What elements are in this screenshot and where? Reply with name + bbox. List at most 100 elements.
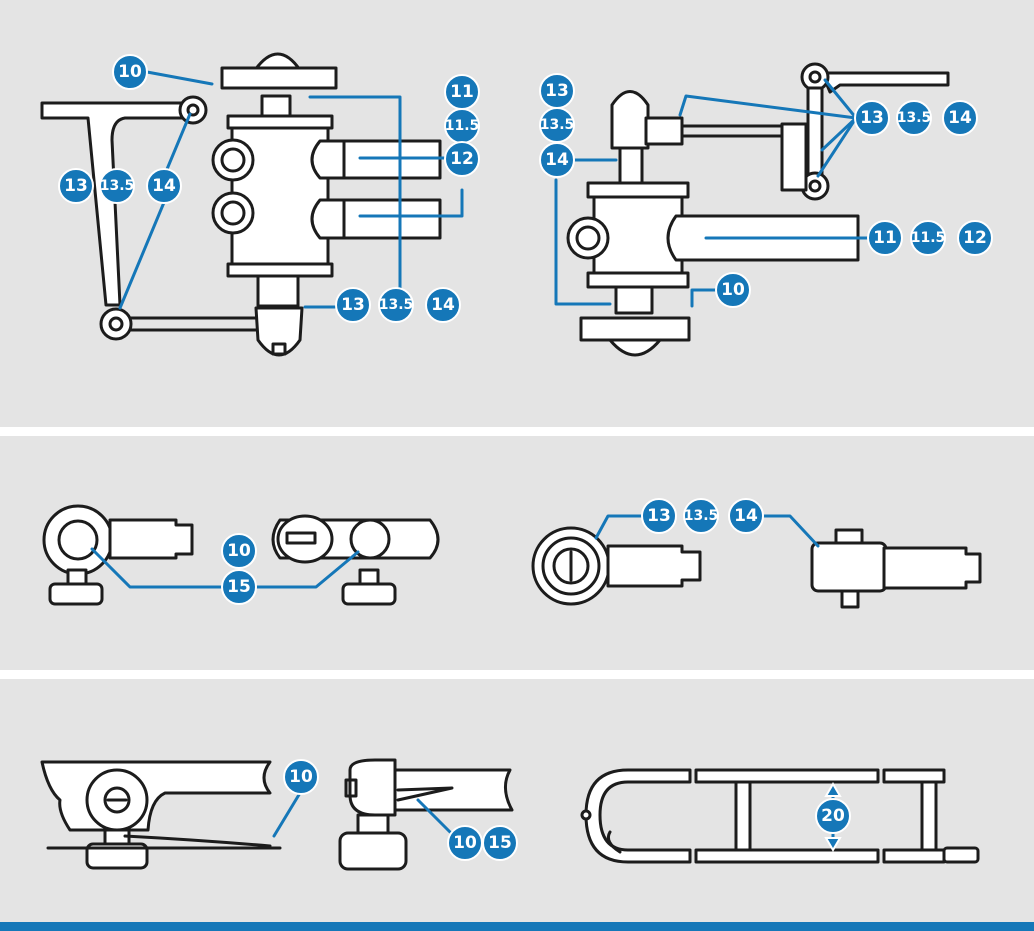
top-stud	[260, 94, 292, 118]
side-end-bottom	[840, 589, 860, 609]
knuckle-side-port	[566, 216, 610, 260]
frame-bolt	[580, 809, 592, 821]
closeup-ball	[348, 758, 397, 817]
bushing-hole	[349, 518, 391, 560]
frame-rail-top-2	[882, 768, 946, 784]
rod-end-shank	[606, 544, 702, 588]
badge-p2-top-14	[942, 100, 978, 136]
badge-p1-11-text: 11	[450, 82, 474, 102]
frame-crossbar-1	[734, 780, 752, 852]
badge-p1-bottom-14-text: 14	[431, 295, 455, 315]
figure-tie-rod-ends: 13 13.5 14	[531, 498, 982, 609]
badge-p2-right-11	[867, 220, 903, 256]
badge-p5-10-text: 10	[289, 767, 313, 787]
badge-p3-15	[221, 569, 257, 605]
figure-knuckle-upper-arm: 13 13.5 14 13 13.5 14 11 11.5 12 10	[539, 62, 993, 357]
upper-arm-pivot-top-inner	[808, 70, 822, 84]
eye-left-ball-base	[48, 582, 104, 606]
lower-stud	[614, 285, 654, 315]
badge-p2-top-13-5	[896, 100, 932, 136]
badge-p6-15-text: 15	[488, 833, 512, 853]
side-end-top	[834, 528, 864, 545]
lower-mount-dome	[608, 338, 662, 357]
leader-p4-left	[594, 514, 644, 540]
top-ball-stem	[618, 146, 644, 186]
top-panel	[0, 0, 1034, 427]
figure-link-eyes: 10 15	[42, 504, 440, 606]
badge-p4-13-5	[683, 498, 719, 534]
badge-p3-15-text: 15	[227, 577, 251, 597]
closeup-ball-cap	[344, 778, 358, 798]
badge-p2-right-11-text: 11	[873, 228, 897, 248]
upper-arm-pivot-bottom-inner	[808, 179, 822, 193]
frame-u-bend	[584, 768, 692, 864]
separator-bottom	[0, 670, 1034, 679]
badge-p1-bottom-13-text: 13	[341, 295, 365, 315]
badge-p4-14-text: 14	[734, 506, 758, 526]
leader-p1-13-14-vertical	[308, 95, 402, 294]
bushing-slot	[285, 531, 317, 545]
knuckle-bottom-band	[226, 262, 334, 278]
bushing-ball-stem	[358, 568, 380, 586]
side-end-head	[810, 541, 888, 593]
badge-p1-left-14	[146, 168, 182, 204]
badge-p1-left-14-text: 14	[152, 176, 176, 196]
knuckle-port-lower-inner	[220, 200, 246, 226]
bracket-crack-line	[123, 834, 272, 848]
side-end-shank	[882, 546, 982, 590]
badge-p7-20-text: 20	[821, 806, 845, 826]
leader-p3-to-right-eye	[254, 550, 360, 589]
knuckle-port-upper-inner	[220, 147, 246, 173]
badge-p6-10-text: 10	[453, 833, 477, 853]
closeup-stem	[356, 813, 390, 835]
badge-p2-right-11-5	[910, 220, 946, 256]
bottom-ball-joint	[254, 306, 304, 357]
badge-p2-right-12	[957, 220, 993, 256]
lower-ball-joint-pin	[108, 316, 124, 332]
upper-arm-link	[806, 86, 824, 177]
leader-p2-top-to-pivot-top	[823, 78, 858, 120]
measurement-arrow-bottom	[824, 837, 842, 852]
upper-arm-pivot-top	[800, 62, 830, 92]
rod-end-ring-inner	[552, 547, 590, 585]
badge-p1-12	[444, 141, 480, 177]
upper-arm-bracket	[780, 122, 808, 192]
figure-strut-assembly: 10 11 11.5 12 13 13.5 14 13 13.5 14	[40, 52, 480, 357]
badge-p1-left-13-5	[99, 168, 135, 204]
badge-p2-top-13-5-text: 13.5	[897, 110, 932, 126]
upper-ball-joint-pin	[186, 103, 200, 117]
leader-p1-10	[145, 70, 214, 86]
top-mount-plate	[220, 66, 338, 90]
knuckle-side-port-inner	[575, 225, 601, 251]
badge-p2-col-14	[539, 142, 575, 178]
badge-p1-left-13-text: 13	[64, 176, 88, 196]
leader-p6	[416, 798, 452, 834]
frame-rail-bottom-1	[694, 848, 880, 864]
badge-p1-bottom-14	[425, 287, 461, 323]
eye-left-shank	[108, 518, 194, 560]
badge-p2-col-14-text: 14	[545, 150, 569, 170]
badge-p6-15	[482, 825, 518, 861]
bottom-stud	[256, 274, 300, 308]
badge-p2-right-12-text: 12	[963, 228, 987, 248]
bottom-accent-bar	[0, 922, 1034, 931]
badge-p3-10	[221, 533, 257, 569]
upper-ball-joint-ring	[178, 95, 208, 125]
knuckle-port-upper	[211, 138, 255, 182]
badge-p3-10-text: 10	[227, 541, 251, 561]
badge-p1-12-text: 12	[450, 149, 474, 169]
badge-p4-13-text: 13	[647, 506, 671, 526]
bushing-sleeve	[276, 514, 334, 564]
badge-p5-10	[283, 759, 319, 795]
bracket-ball-base	[85, 842, 149, 870]
badge-p2-10-text: 10	[721, 280, 745, 300]
closeup-arm	[393, 768, 514, 812]
badge-p2-right-11-5-text: 11.5	[911, 230, 946, 246]
leader-p1-12-lower	[358, 188, 464, 218]
figure-bracket-ball-mount: 10	[40, 759, 319, 870]
arm-tube-lower	[310, 198, 442, 240]
leader-p5-10	[272, 791, 302, 838]
separator-top	[0, 427, 1034, 436]
leader-p2-top-to-clamp	[678, 94, 858, 120]
